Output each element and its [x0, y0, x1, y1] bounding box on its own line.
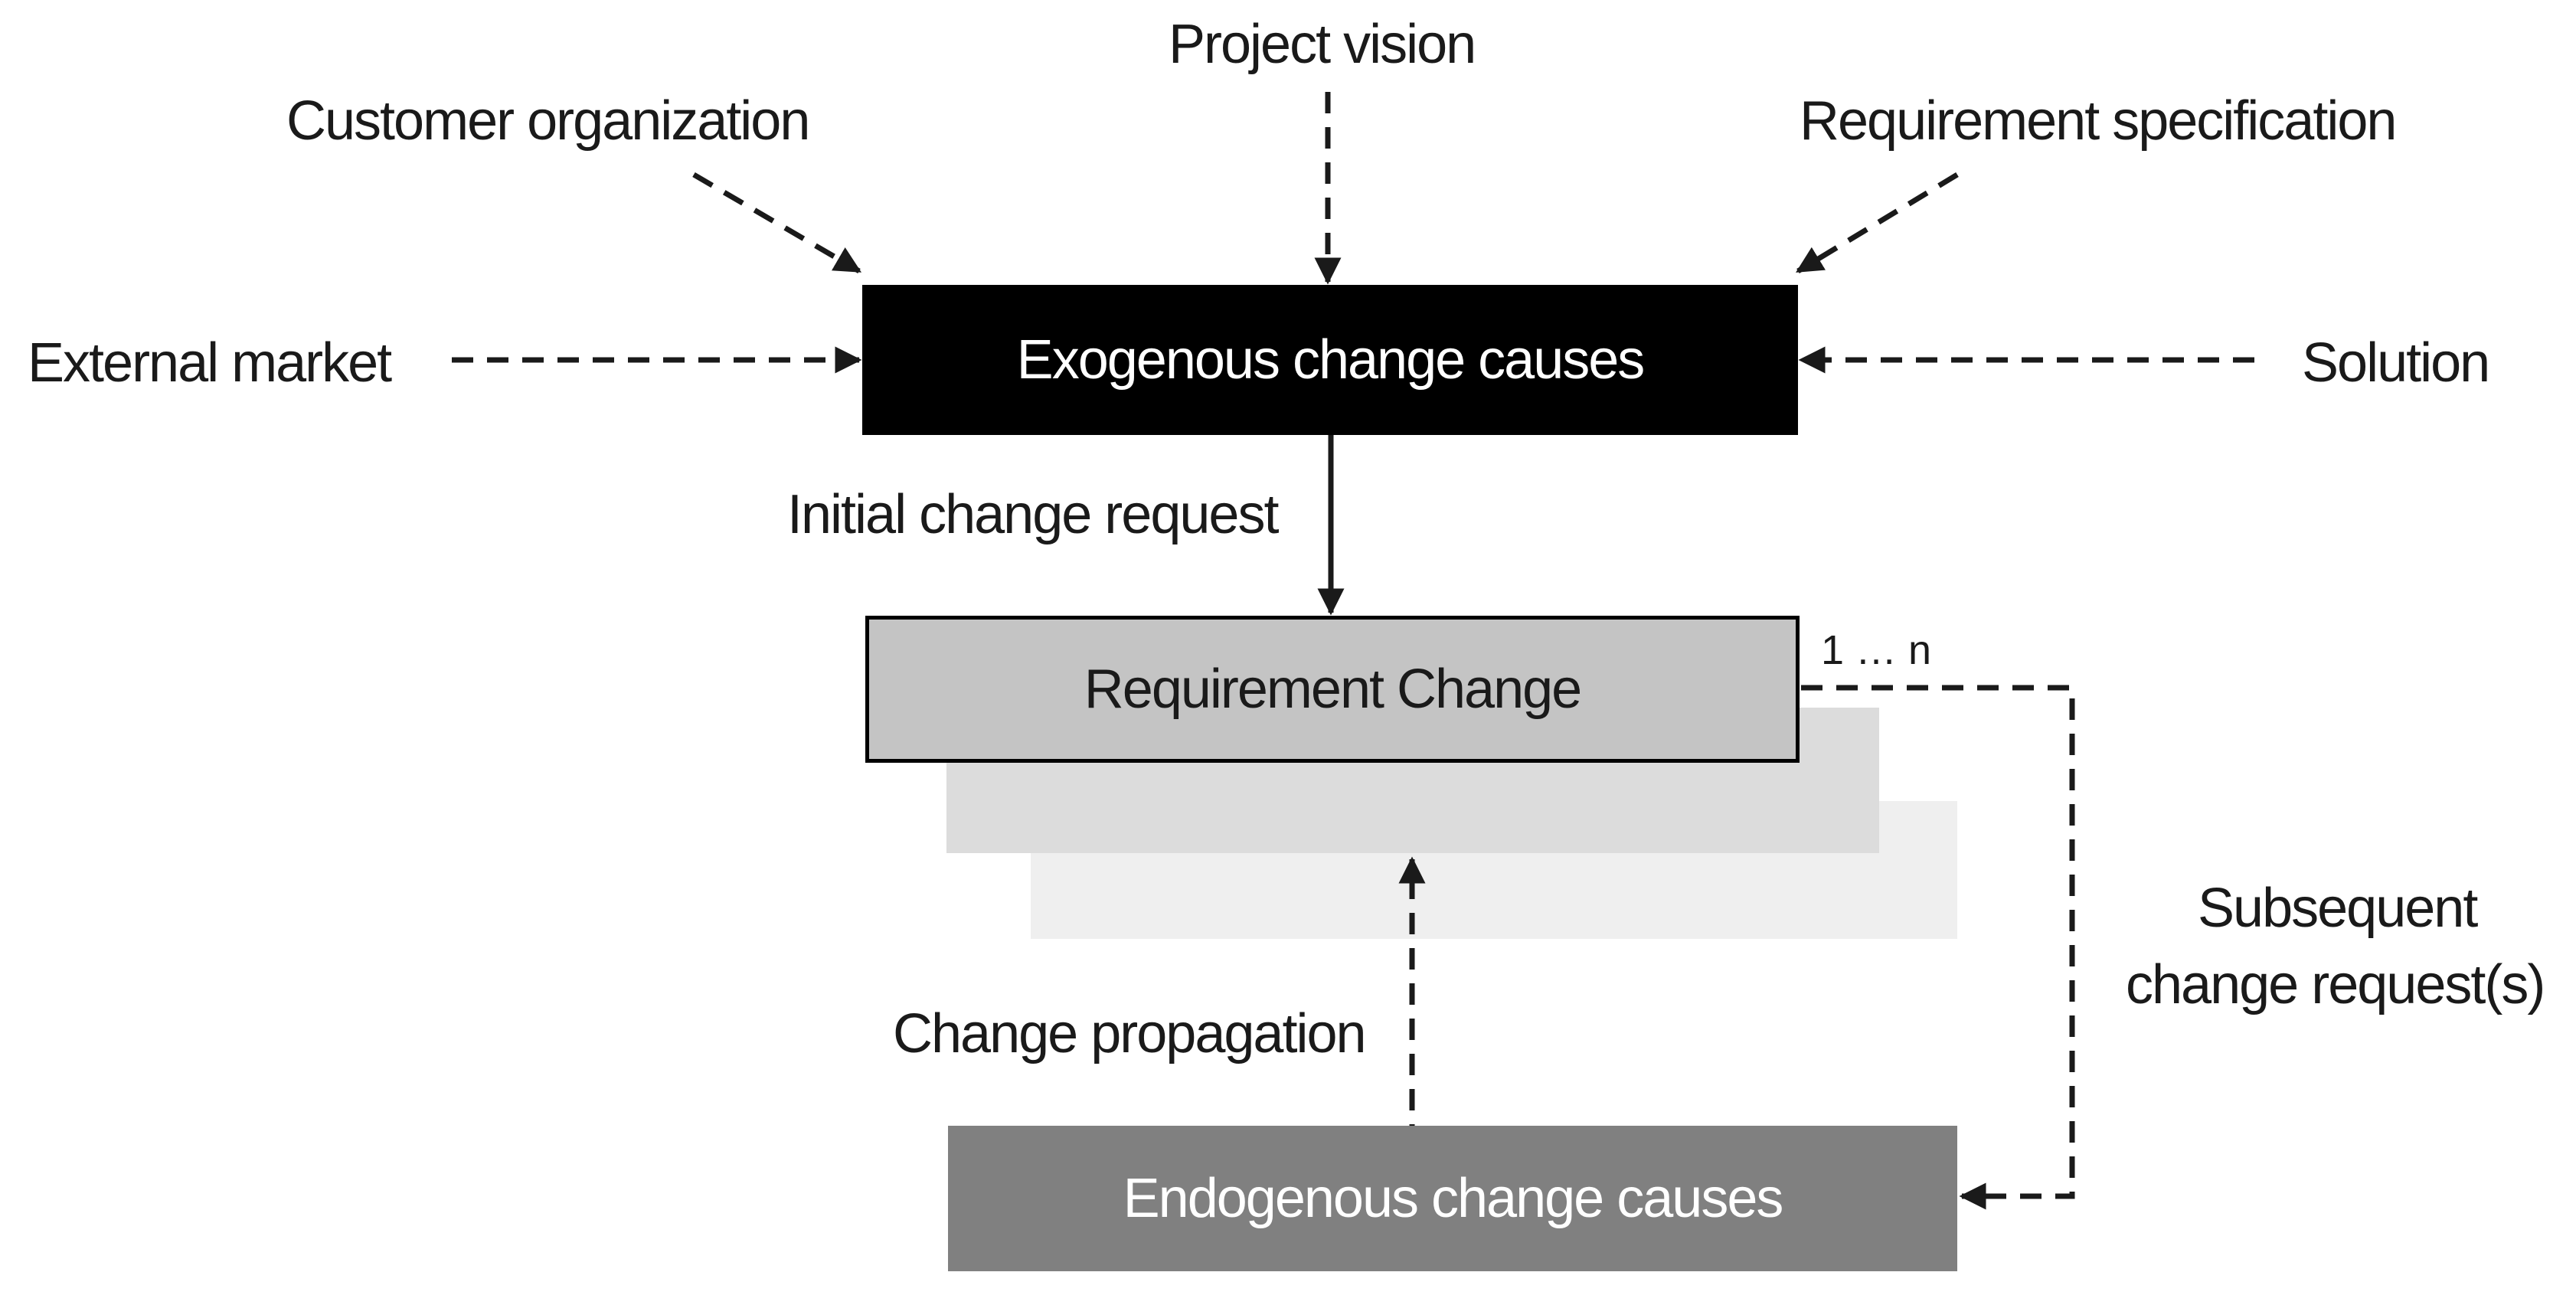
external-market-label: External market	[28, 332, 392, 394]
requirement-specification-arrow	[1796, 172, 1959, 273]
requirement-change-label: Requirement Change	[1084, 659, 1582, 720]
change-propagation-label: Change propagation	[893, 1003, 1367, 1064]
multiplicity-label: 1 … n	[1821, 627, 1932, 673]
endogenous-change-causes-label: Endogenous change causes	[1123, 1168, 1784, 1229]
requirement-specification-label: Requirement specification	[1800, 90, 2397, 152]
exogenous-change-causes-box: Exogenous change causes	[862, 285, 1798, 435]
subsequent-change-request-arrow	[1801, 685, 2075, 1210]
initial-change-request-label: Initial change request	[787, 484, 1279, 545]
subsequent-change-request-label-line1: Subsequent	[2198, 878, 2478, 939]
endogenous-change-causes-box: Endogenous change causes	[948, 1126, 1957, 1271]
subsequent-change-request-label-line2: change request(s)	[2126, 954, 2545, 1015]
project-vision-label: Project vision	[1169, 14, 1476, 75]
requirement-change-box: Requirement Change	[865, 616, 1800, 763]
solution-label: Solution	[2302, 332, 2490, 394]
customer-organization-label: Customer organization	[286, 90, 810, 152]
customer-organization-arrow	[692, 172, 862, 274]
exogenous-change-causes-label: Exogenous change causes	[1016, 329, 1646, 391]
